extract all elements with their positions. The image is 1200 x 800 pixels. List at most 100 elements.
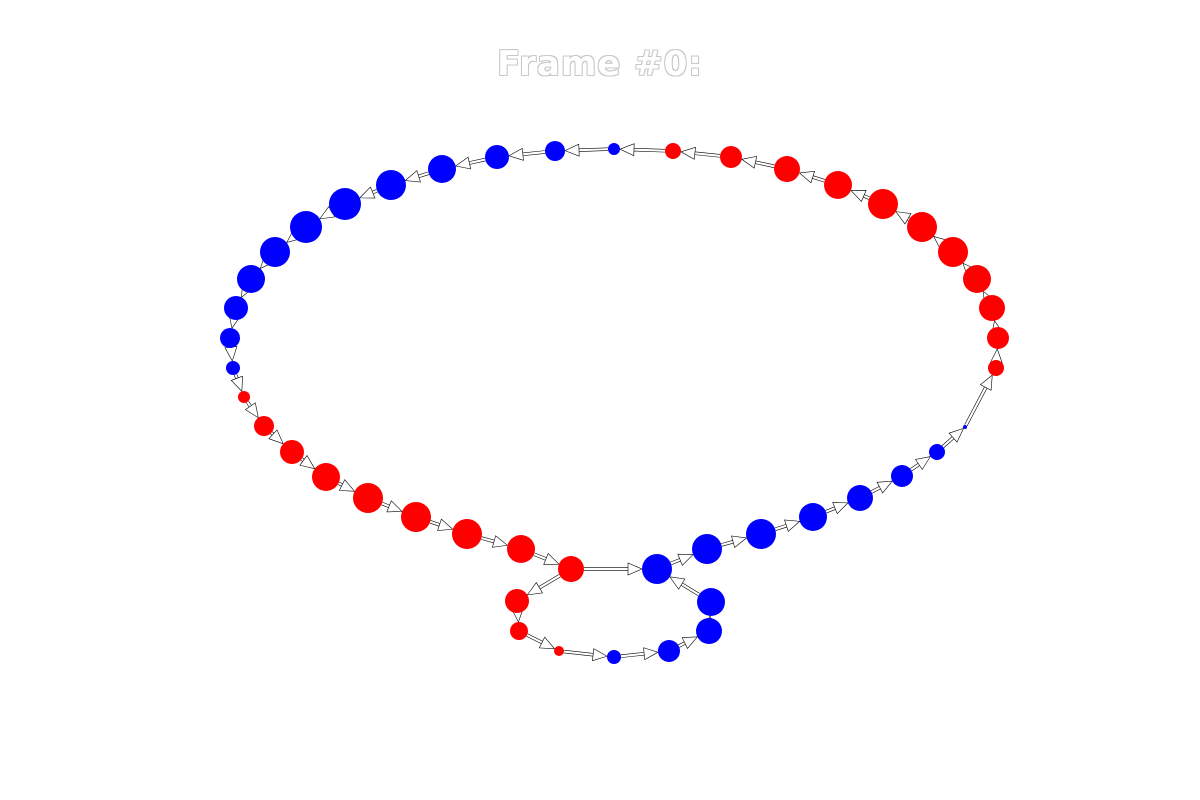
arrowhead — [784, 519, 801, 532]
arrowhead — [268, 429, 284, 445]
arrowhead — [680, 146, 696, 160]
edge-n32-n33 — [670, 553, 694, 566]
graph-node-n13 — [485, 145, 509, 169]
graph-node-n19 — [237, 265, 265, 293]
graph-node-n23 — [238, 391, 250, 403]
edge-n24-n25 — [268, 429, 284, 445]
edge-n9-n10 — [680, 146, 721, 160]
edge-line — [518, 150, 545, 154]
edge-line — [691, 151, 721, 155]
graph-node-n21 — [220, 328, 240, 348]
edge-n30-n31 — [533, 552, 560, 565]
edge-layer — [224, 143, 1004, 662]
edge-n22-n23 — [230, 373, 243, 393]
arrowhead — [492, 535, 509, 548]
node-layer — [220, 141, 1009, 664]
edge-n21-n22 — [224, 346, 238, 362]
arrowhead — [876, 480, 893, 494]
graph-node-n24 — [254, 416, 274, 436]
edge-m2-m3 — [563, 648, 608, 662]
edge-n39-n0 — [964, 374, 993, 427]
graph-node-n20 — [224, 296, 248, 320]
edge-line — [536, 576, 561, 592]
arrowhead — [404, 170, 421, 183]
edge-line — [630, 147, 666, 150]
arrowhead — [948, 427, 965, 443]
arrowhead — [895, 211, 912, 225]
edge-line — [966, 384, 990, 427]
edge-line — [563, 652, 597, 657]
edge-line — [564, 649, 598, 655]
graph-node-n30 — [507, 535, 535, 563]
edge-n34-n35 — [774, 519, 801, 532]
arrowhead — [359, 186, 376, 199]
arrowhead — [850, 190, 867, 202]
graph-node-n12 — [545, 141, 565, 161]
graph-node-n38 — [929, 444, 945, 460]
edge-n35-n36 — [825, 502, 849, 515]
edge-line — [620, 651, 649, 656]
graph-node-n27 — [353, 483, 383, 513]
graph-node-n16 — [329, 188, 361, 220]
graph-node-n8 — [774, 156, 800, 182]
edge-line — [518, 153, 546, 157]
graph-node-n35 — [799, 503, 827, 531]
graph-node-n1 — [987, 327, 1009, 349]
arrowhead — [538, 636, 556, 650]
arrowhead — [543, 552, 560, 565]
arrowhead — [677, 553, 694, 566]
graph-node-n9 — [720, 146, 742, 168]
graph-node-n22 — [226, 361, 240, 375]
graph-node-n10 — [665, 143, 681, 159]
edge-n28-n29 — [429, 518, 454, 531]
arrowhead — [338, 479, 356, 492]
edge-n6-n7 — [850, 190, 870, 202]
arrowhead — [627, 562, 643, 576]
graph-node-n2 — [979, 295, 1005, 321]
edge-line — [964, 383, 987, 425]
graph-node-n26 — [312, 463, 340, 491]
arrowhead — [592, 648, 608, 662]
arrowhead — [914, 456, 932, 470]
graph-node-n3 — [963, 265, 991, 293]
edge-line — [690, 153, 720, 158]
arrowhead — [619, 143, 635, 157]
graph-node-n4 — [938, 237, 968, 267]
graph-node-n0 — [988, 360, 1004, 376]
graph-node-n29 — [452, 519, 482, 549]
edge-n15-n16 — [359, 186, 378, 199]
graph-node-n32 — [642, 554, 672, 584]
graph-node-m5 — [696, 618, 722, 644]
graph-node-m4 — [658, 640, 680, 662]
graph-node-m3 — [607, 650, 621, 664]
graph-node-m2 — [554, 646, 564, 656]
edge-line — [629, 150, 665, 153]
graph-node-n17 — [290, 211, 322, 243]
arrowhead — [224, 346, 238, 362]
graph-node-n14 — [428, 155, 456, 183]
edge-line — [535, 574, 560, 589]
arrowhead — [979, 374, 993, 391]
edge-line — [574, 147, 608, 150]
edge-n27-n28 — [381, 500, 403, 513]
arrowhead — [526, 582, 543, 596]
graph-node-n5 — [907, 212, 937, 242]
edge-n5-n6 — [895, 211, 912, 225]
arrowhead — [832, 502, 849, 515]
graph-node-n18 — [260, 237, 290, 267]
graph-node-n7 — [824, 171, 852, 199]
edge-n25-n26 — [299, 455, 316, 470]
edge-n13-n14 — [454, 156, 486, 170]
graph-node-n34 — [746, 519, 776, 549]
edge-n29-n30 — [480, 535, 509, 548]
arrowhead — [741, 155, 758, 169]
graph-node-n28 — [401, 502, 431, 532]
edge-line — [621, 654, 649, 658]
edge-n11-n12 — [564, 143, 609, 157]
edge-n10-n11 — [619, 143, 666, 157]
graph-node-n31 — [558, 556, 584, 582]
arrowhead — [669, 576, 686, 590]
arrowhead — [244, 402, 259, 419]
arrowhead — [681, 636, 699, 649]
